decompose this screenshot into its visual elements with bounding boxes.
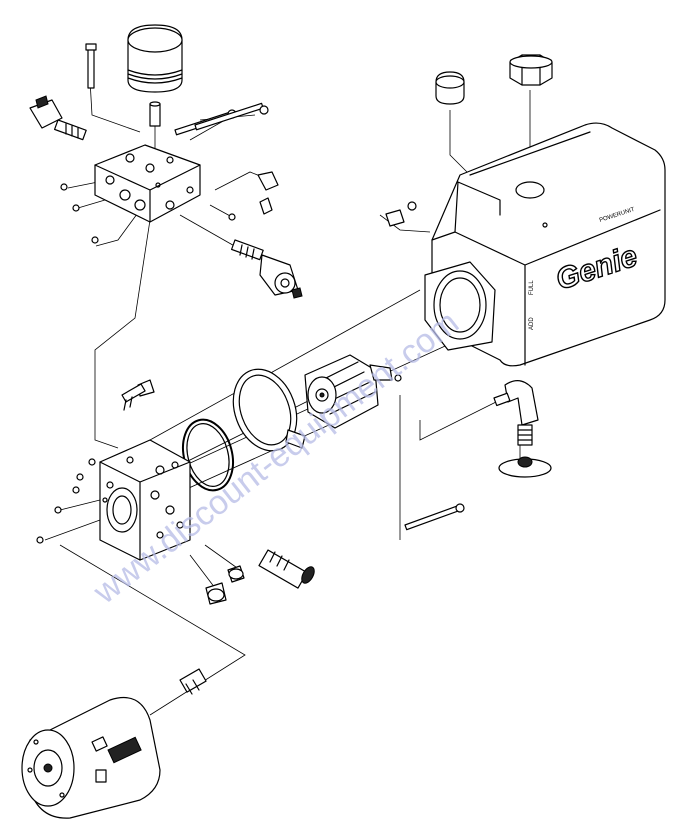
plug-fitting-1: [227, 565, 245, 583]
tank-breather-cap: [435, 71, 465, 105]
solenoid-coil-left: [29, 95, 87, 141]
tank-level-full-label: FULL: [529, 280, 535, 295]
plug-fitting-2: [205, 582, 227, 605]
solenoid-valve-right: [230, 239, 303, 299]
hose-clamp: [232, 368, 306, 452]
pump-pin: [394, 374, 402, 382]
hydraulic-pump: [304, 354, 393, 429]
relief-valve-cartridge: [258, 549, 315, 589]
elbow-fitting-left: [121, 379, 155, 411]
return-elbow: [493, 380, 539, 446]
top-valve-manifold: [94, 144, 201, 223]
tank-screw: [385, 201, 417, 227]
main-manifold-fasteners: [36, 458, 96, 544]
main-manifold-block: [99, 439, 191, 561]
long-shaft-pin: [404, 503, 465, 531]
electric-motor: [21, 696, 161, 819]
tank-fill-cap: [509, 54, 553, 86]
coupling-sleeve: [179, 668, 207, 695]
tank-flange-gasket: [424, 261, 496, 351]
filter-canister: [127, 24, 183, 127]
manifold-fasteners: [60, 102, 279, 244]
diffuser-washer: [498, 456, 552, 478]
tank-level-add-label: ADD: [529, 317, 535, 330]
cartridge-pin: [85, 43, 97, 89]
